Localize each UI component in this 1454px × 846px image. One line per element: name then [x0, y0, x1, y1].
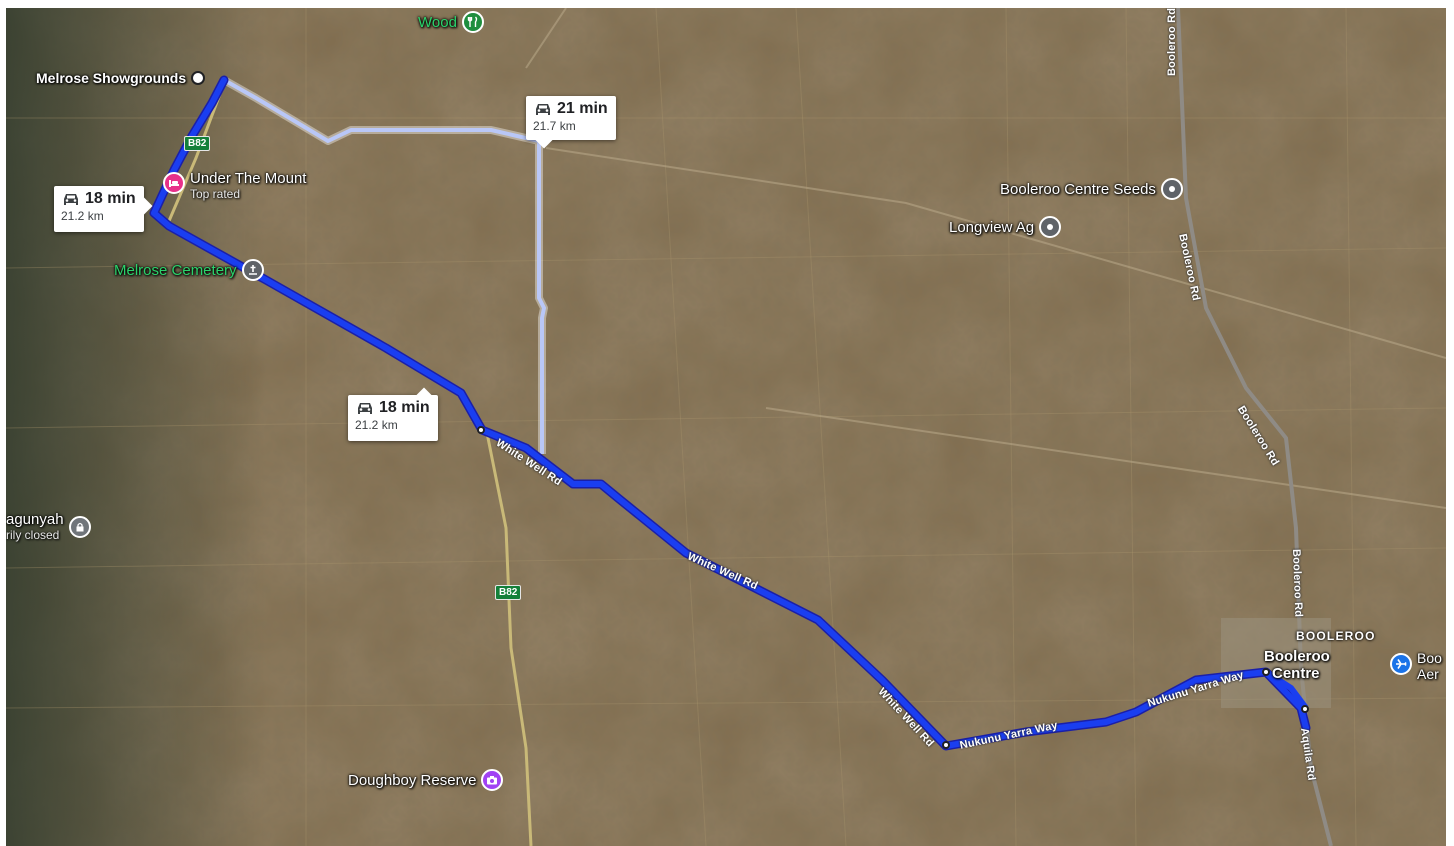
- road-label-booleroo-rd: Booleroo Rd: [1290, 548, 1305, 618]
- route-chip-primary-top[interactable]: 18 min 21.2 km: [54, 186, 153, 232]
- town-booleroo-centre[interactable]: Booleroo Centre: [1264, 648, 1330, 682]
- route-waypoint-dot: [1301, 705, 1309, 713]
- route-chip-primary-top-time: 18 min: [85, 190, 136, 207]
- poi-booleroo-centre-seeds[interactable]: Booleroo Centre Seeds: [1000, 178, 1183, 200]
- route-waypoint-dot: [942, 741, 950, 749]
- poi-melrose-cemetery-label: Melrose Cemetery: [114, 261, 237, 279]
- poi-under-the-mount-label: Under The Mount: [190, 170, 307, 187]
- poi-booleroo-centre-seeds-label: Booleroo Centre Seeds: [1000, 180, 1156, 198]
- car-icon: [358, 403, 372, 414]
- poi-agunyah-label: agunyah: [6, 511, 64, 528]
- route-chip-primary-mid-distance: 21.2 km: [355, 418, 398, 432]
- poi-doughboy-reserve[interactable]: Doughboy Reserve: [348, 769, 504, 791]
- hotel-icon: [163, 172, 185, 194]
- poi-wood[interactable]: Wood: [418, 11, 484, 33]
- road-label-booleroo-rd: Booleroo Rd: [1166, 8, 1178, 76]
- route-chip-primary-top-distance: 21.2 km: [61, 209, 104, 223]
- origin-dot-icon: [191, 71, 206, 85]
- poi-melrose-cemetery[interactable]: Melrose Cemetery: [114, 259, 264, 281]
- poi-doughboy-reserve-label: Doughboy Reserve: [348, 771, 477, 789]
- place-icon: [1160, 178, 1183, 200]
- route-waypoint-dot: [477, 426, 485, 434]
- poi-agunyah-subtitle: rily closed: [6, 528, 60, 542]
- poi-longview-ag-label: Longview Ag: [949, 218, 1035, 236]
- town-booleroo-centre-line2: Centre: [1272, 665, 1320, 682]
- cemetery-icon: [241, 259, 264, 281]
- origin-label: Melrose Showgrounds: [36, 70, 187, 86]
- poi-booleroo-aerodrome-label: Boo: [1417, 650, 1442, 666]
- town-booleroo-centre-line1: Booleroo: [1264, 648, 1330, 665]
- origin-marker[interactable]: Melrose Showgrounds: [36, 70, 206, 86]
- airport-icon: [1390, 653, 1412, 675]
- route-chip-alternate-time: 21 min: [557, 100, 608, 117]
- lock-icon: [68, 516, 91, 538]
- poi-booleroo-aerodrome[interactable]: Boo Aer: [1390, 650, 1442, 682]
- poi-booleroo-aerodrome-subtitle: Aer: [1417, 666, 1439, 682]
- route-chip-primary-mid-time: 18 min: [379, 399, 430, 416]
- poi-wood-label: Wood: [418, 13, 457, 31]
- route-shield-b82: B82: [184, 136, 211, 151]
- poi-under-the-mount-subtitle: Top rated: [190, 187, 241, 201]
- route-shield-b82: B82: [495, 585, 522, 600]
- route-chip-alternate-distance: 21.7 km: [533, 119, 576, 133]
- route-chip-primary-mid[interactable]: 18 min 21.2 km: [348, 387, 438, 441]
- route-chip-alternate[interactable]: 21 min 21.7 km: [526, 96, 616, 149]
- satellite-imagery: [6, 8, 1446, 846]
- poi-under-the-mount[interactable]: Under The Mount Top rated: [163, 170, 306, 201]
- town-label-booleroo: BOOLEROO: [1296, 629, 1376, 643]
- place-icon: [1039, 216, 1062, 238]
- route-waypoint-dot: [1262, 668, 1270, 676]
- poi-agunyah[interactable]: agunyah rily closed: [6, 511, 91, 542]
- restaurant-icon: [461, 11, 484, 33]
- poi-longview-ag[interactable]: Longview Ag: [949, 216, 1062, 238]
- car-icon: [536, 104, 550, 115]
- map-view[interactable]: Melrose Showgrounds Wood Under The Mount…: [6, 8, 1446, 846]
- car-icon: [64, 194, 78, 205]
- camera-icon: [481, 769, 504, 791]
